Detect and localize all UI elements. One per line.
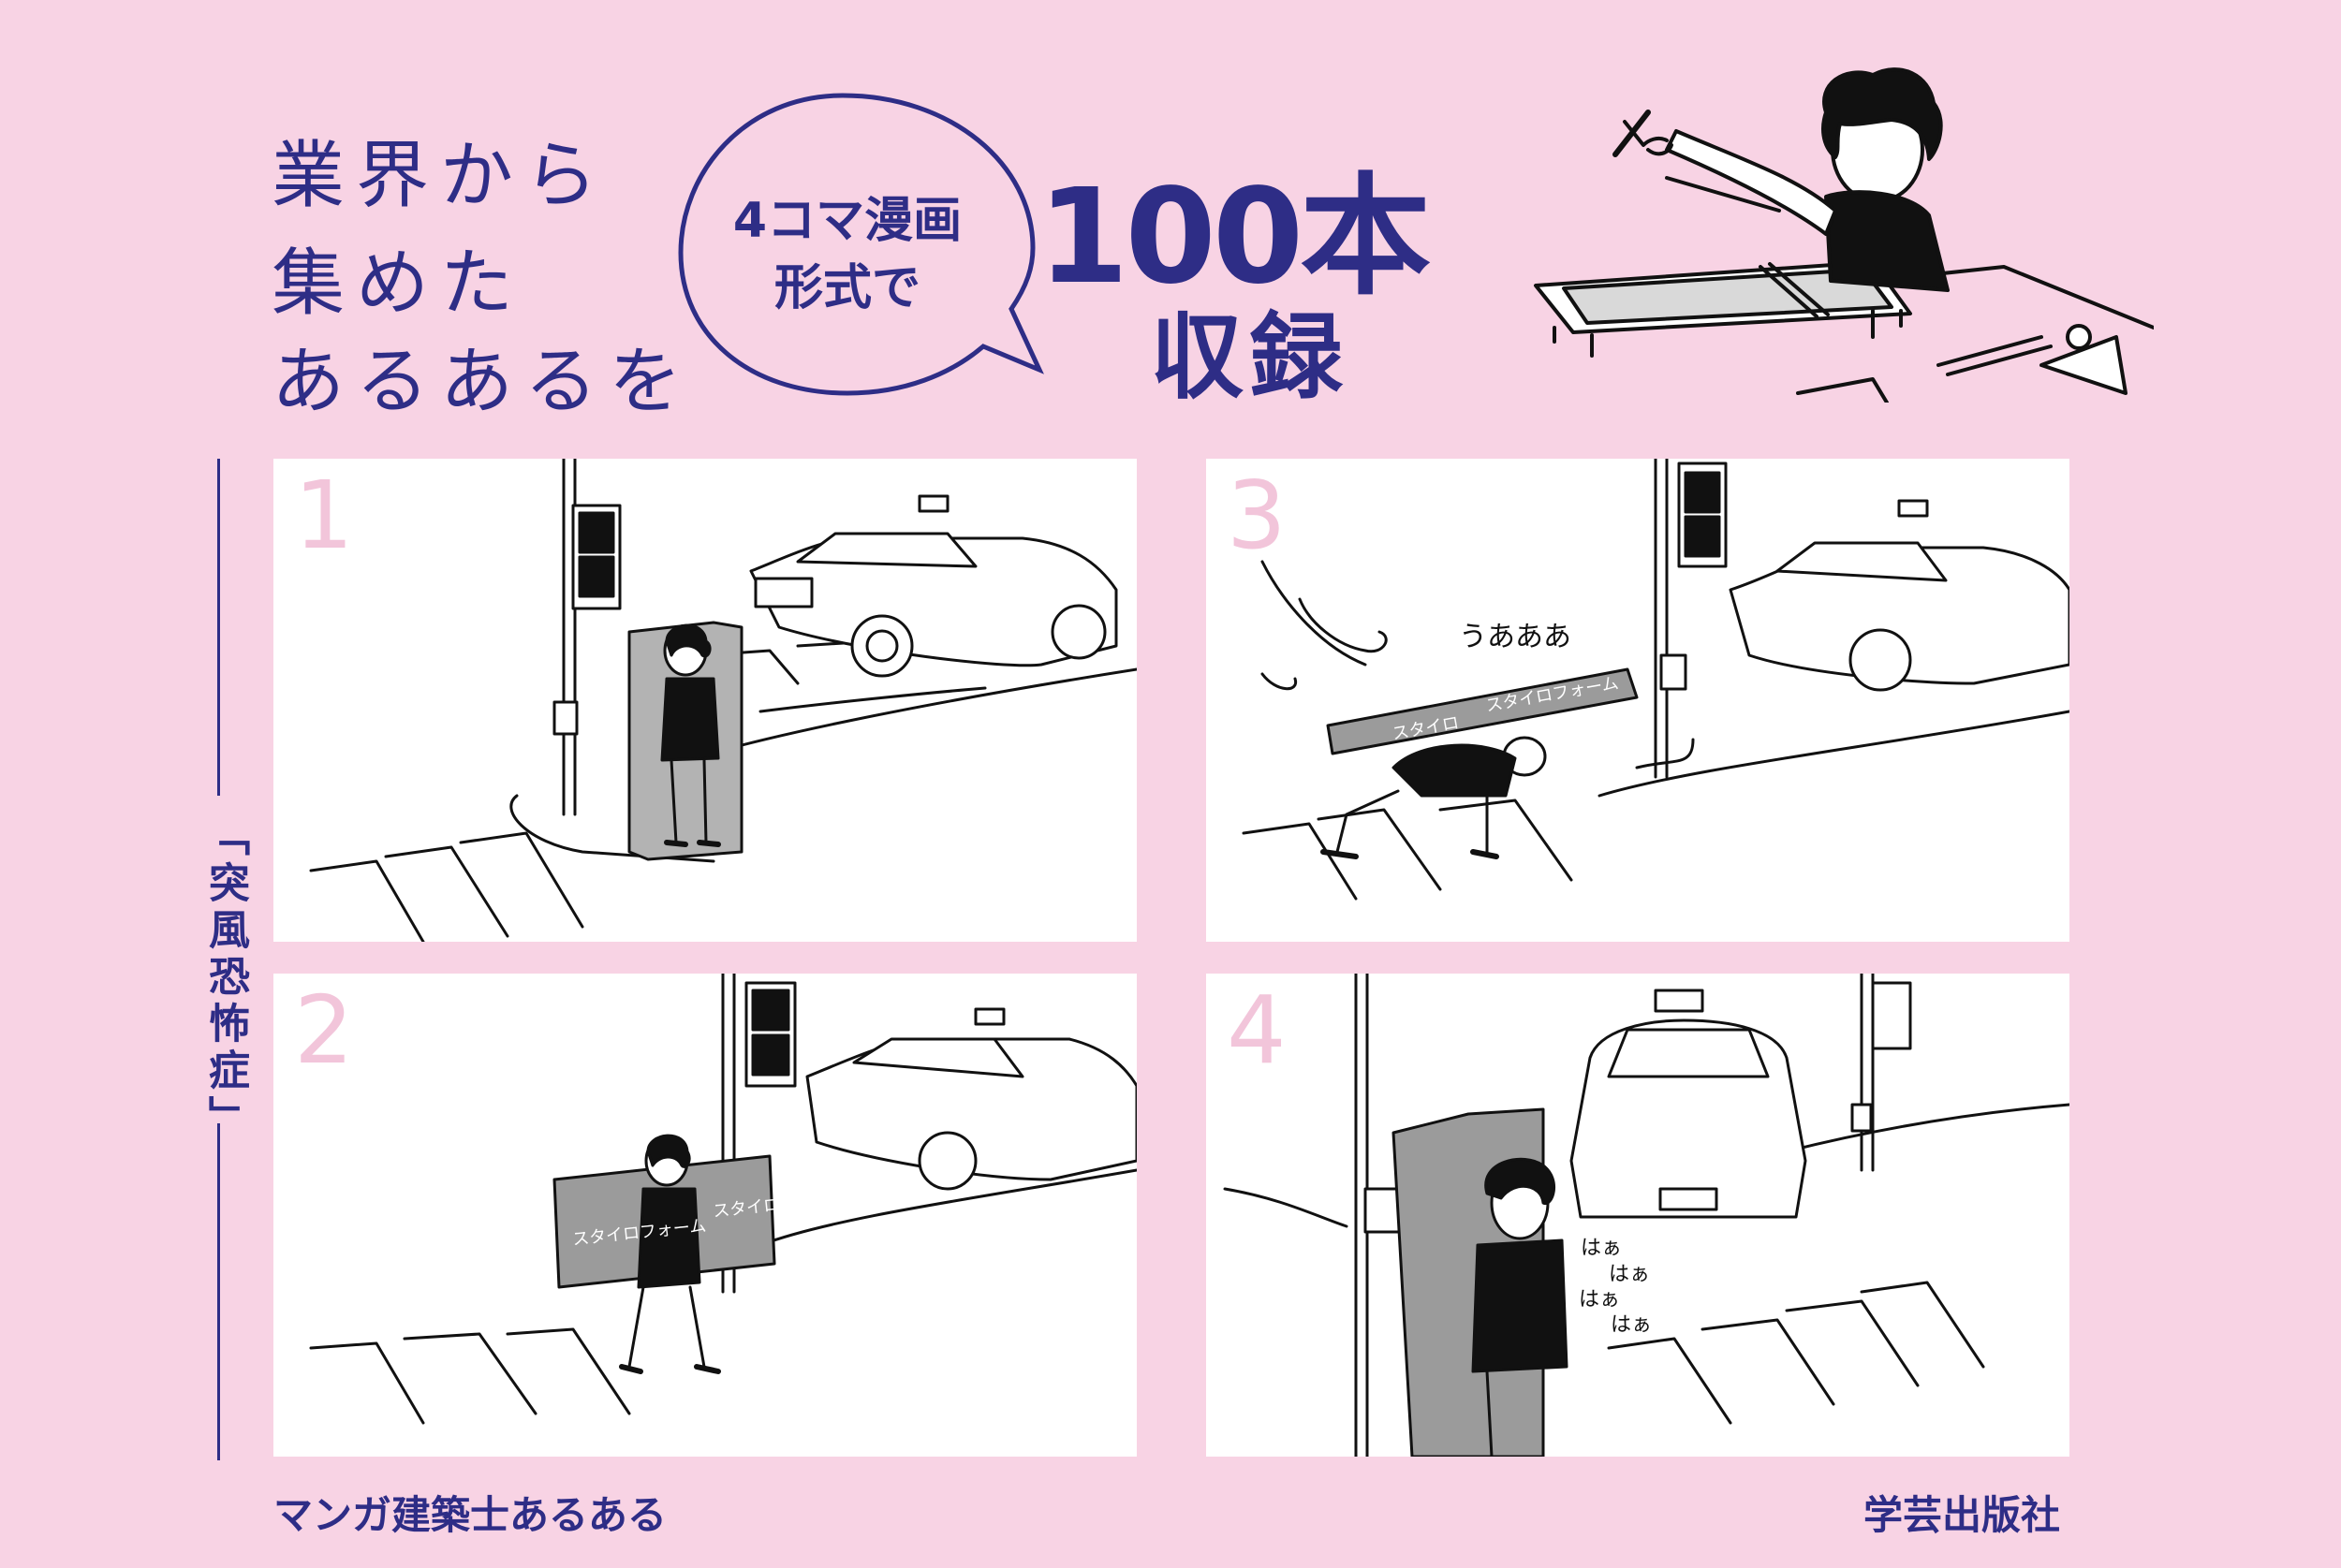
panel-2-drawing: スタイロフォーム スタイロ	[309, 974, 1137, 1425]
big-sub: 収録	[1150, 302, 1348, 412]
bubble-text: 4コマ漫画 形式で	[693, 187, 1002, 322]
panel-4-speech-3: はぁ	[1579, 1288, 1620, 1312]
headline-line-2: 集めた	[272, 242, 525, 326]
panel-3-drawing: うあああ スタイロ スタイロフォーム	[1242, 459, 2069, 901]
panel-3-speech: うあああ	[1459, 621, 1571, 653]
bubble-line-2: 形式で	[773, 260, 920, 316]
drafter-illustration	[1534, 67, 2154, 403]
publisher: 学芸出版社	[1863, 1492, 2061, 1538]
side-rule-top	[217, 459, 220, 796]
panel-4-speech-1: はぁ	[1581, 1237, 1622, 1260]
panel-4: 4 はぁ はぁ はぁ はぁ	[1206, 974, 2069, 1457]
headline-line-3: あるあるを	[272, 340, 694, 424]
big-number: 100本	[1038, 161, 1431, 314]
headline-line-1: 業界から	[272, 134, 610, 218]
panel-number-1: 1	[294, 461, 354, 570]
panel-3: 3	[1206, 459, 2069, 942]
panel-4-speech-2: はぁ	[1609, 1263, 1650, 1286]
panel-4-speech-4: はぁ	[1611, 1313, 1652, 1337]
side-rule-bottom	[217, 1123, 220, 1460]
panel-number-3: 3	[1227, 461, 1287, 570]
side-title: 「突風恐怖症」	[201, 814, 249, 1142]
panel-1-drawing	[309, 459, 1137, 942]
panel-2: 2 スタイロフォーム スタイロ	[273, 974, 1137, 1457]
speech-bubble	[678, 93, 1044, 396]
panel-1: 1	[273, 459, 1137, 942]
bubble-line-1: 4コマ漫画	[732, 193, 963, 249]
panel-number-2: 2	[294, 975, 354, 1085]
panel-number-4: 4	[1227, 975, 1287, 1085]
panel-4-drawing: はぁ はぁ はぁ はぁ	[1223, 974, 2069, 1457]
book-title: マンガ建築士あるある	[273, 1492, 668, 1538]
